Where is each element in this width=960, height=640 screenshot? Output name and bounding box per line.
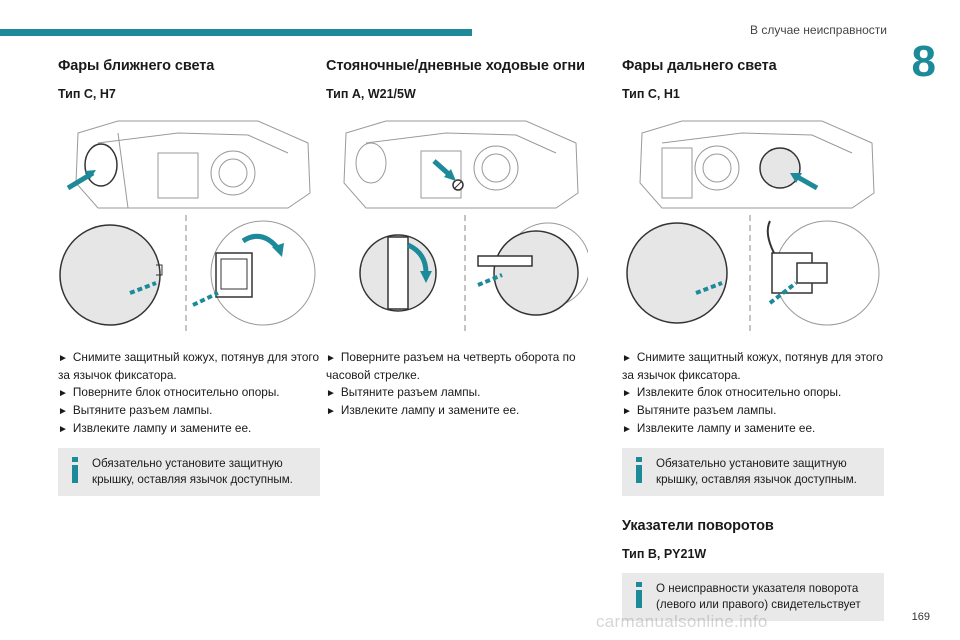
- column-title: Фары дальнего света: [622, 58, 777, 74]
- steps-list: ►Снимите защитный кожух, потянув для это…: [622, 349, 884, 438]
- step-marker-icon: ►: [326, 406, 336, 417]
- step-item: ►Поверните разъем на четверть оборота по…: [326, 350, 576, 382]
- step-marker-icon: ►: [58, 406, 68, 417]
- lamp-type: Тип C, H7: [58, 87, 116, 101]
- step-marker-icon: ►: [622, 424, 632, 435]
- step-item: ►Извлеките лампу и замените ее.: [58, 421, 252, 435]
- column-title: Стояночные/дневные ходовые огни: [326, 58, 585, 74]
- step-marker-icon: ►: [326, 388, 336, 399]
- step-item: ►Извлеките блок относительно опоры.: [622, 385, 842, 399]
- info-icon: [633, 457, 645, 483]
- info-icon: [69, 457, 81, 483]
- info-icon: [633, 582, 645, 608]
- step-item: ►Снимите защитный кожух, потянув для это…: [58, 350, 320, 382]
- step-item: ►Поверните блок относительно опоры.: [58, 385, 280, 399]
- column-high-beam: Фары дальнего света Тип C, H1 ►Снимите з…: [622, 58, 884, 621]
- info-note: О неисправности указателя поворота (лево…: [622, 573, 884, 621]
- steps-list: ►Снимите защитный кожух, потянув для это…: [58, 349, 320, 438]
- step-marker-icon: ►: [58, 424, 68, 435]
- info-note: Обязательно установите защитную крышку, …: [622, 448, 884, 496]
- section-heading-turn-signals: Указатели поворотов: [622, 518, 774, 534]
- step-marker-icon: ►: [326, 353, 336, 364]
- info-note: Обязательно установите защитную крышку, …: [58, 448, 320, 496]
- step-marker-icon: ►: [622, 353, 632, 364]
- step-marker-icon: ►: [622, 406, 632, 417]
- step-item: ►Извлеките лампу и замените ее.: [622, 421, 816, 435]
- low-beam-illustration: [59, 120, 316, 335]
- step-item: ►Вытяните разъем лампы.: [326, 385, 481, 399]
- watermark: carmanualsonline.info: [596, 612, 768, 631]
- step-item: ►Извлеките лампу и замените ее.: [326, 403, 520, 417]
- high-beam-illustration: [626, 120, 880, 335]
- step-item: ►Вытяните разъем лампы.: [58, 403, 213, 417]
- lamp-type: Тип B, PY21W: [622, 547, 707, 561]
- column-low-beam: Фары ближнего света Тип C, H7 ►Снимите з…: [58, 58, 320, 496]
- page-number: 169: [911, 611, 930, 623]
- section-title: В случае неисправности: [750, 23, 887, 37]
- step-marker-icon: ►: [622, 388, 632, 399]
- header-bar: [0, 29, 472, 36]
- step-marker-icon: ►: [58, 353, 68, 364]
- chapter-number: 8: [911, 37, 936, 86]
- column-title: Фары ближнего света: [58, 58, 215, 74]
- lamp-type: Тип A, W21/5W: [326, 87, 416, 101]
- step-item: ►Снимите защитный кожух, потянув для это…: [622, 350, 884, 382]
- column-parking-lights: Стояночные/дневные ходовые огни Тип A, W…: [326, 58, 588, 420]
- step-marker-icon: ►: [58, 388, 68, 399]
- parking-light-illustration: [343, 120, 588, 335]
- step-item: ►Вытяните разъем лампы.: [622, 403, 777, 417]
- steps-list: ►Поверните разъем на четверть оборота по…: [326, 349, 588, 420]
- lamp-type: Тип C, H1: [622, 87, 680, 101]
